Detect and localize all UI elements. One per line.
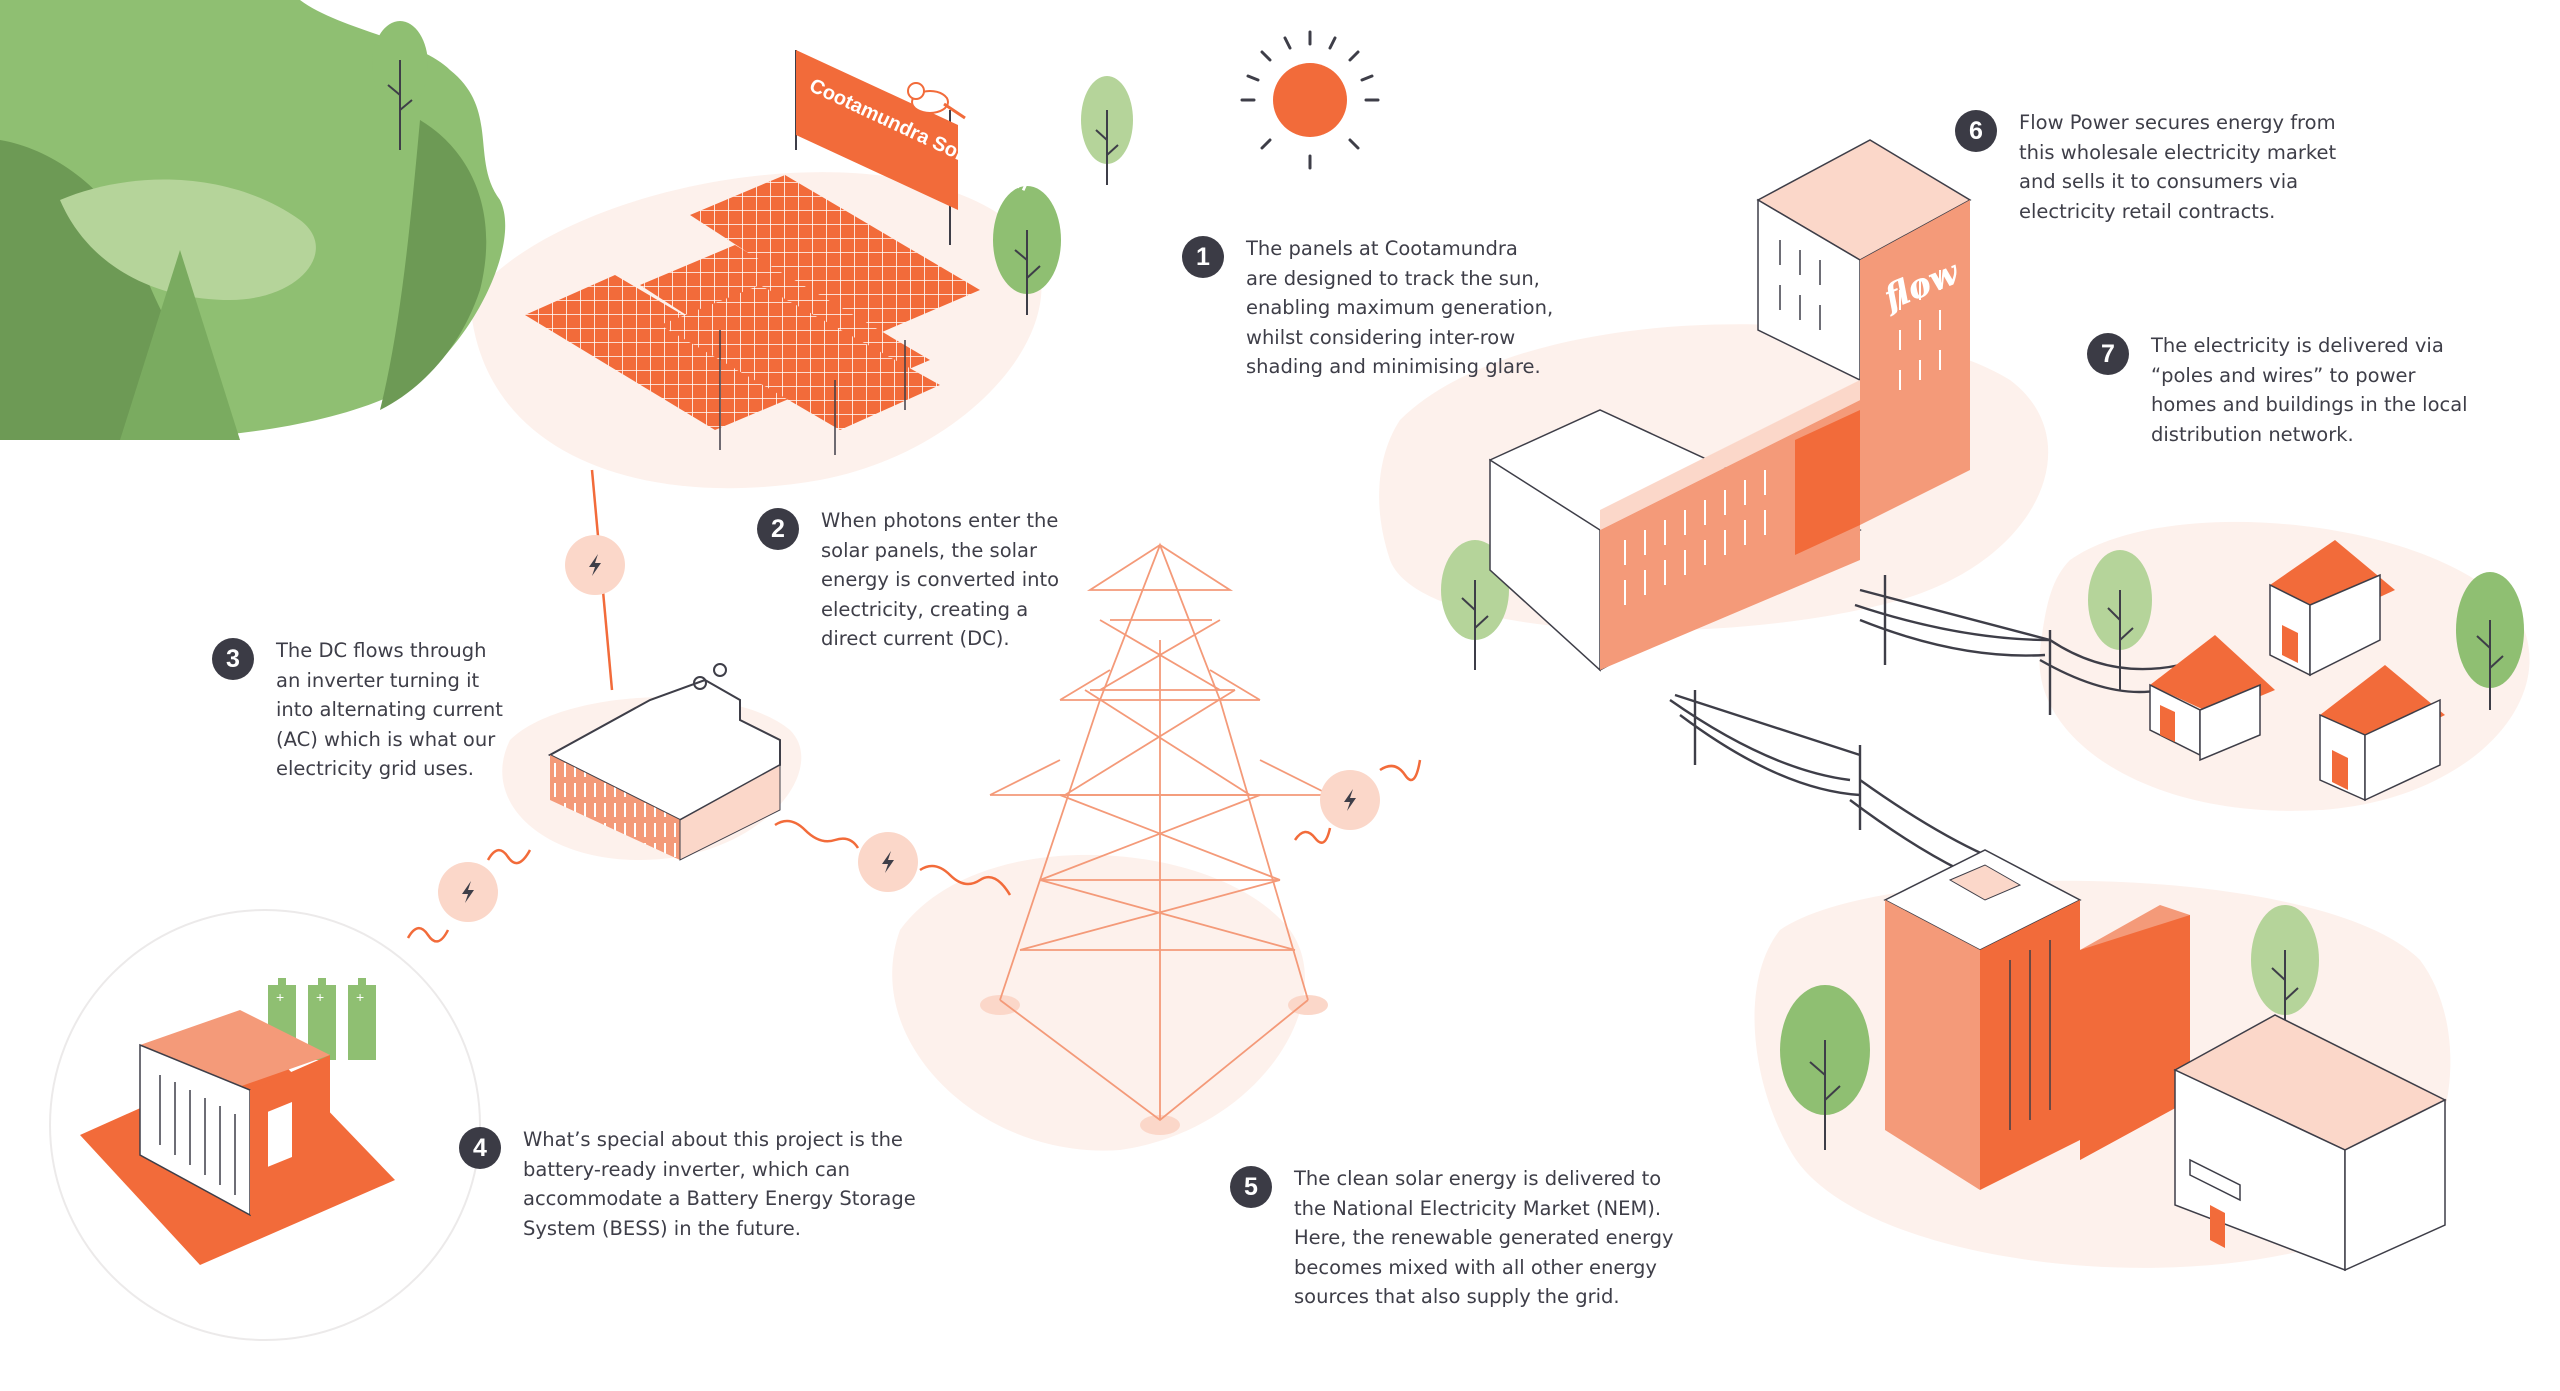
poles-and-wires — [1669, 575, 2181, 872]
transmission-tower — [980, 542, 1331, 1135]
trees — [372, 21, 2524, 1150]
step-4: 4 What’s special about this project is t… — [459, 1125, 916, 1243]
svg-text:+: + — [316, 989, 324, 1005]
battery-cells: + + + — [268, 978, 376, 1060]
flow-power-building: flow — [1488, 139, 1972, 672]
step-6: 6 Flow Power secures energy from this wh… — [1955, 108, 2336, 226]
step-2: 2 When photons enter the solar panels, t… — [757, 506, 1059, 654]
energy-node-1 — [565, 535, 625, 595]
city-buildings — [1883, 849, 2447, 1272]
svg-text:+: + — [356, 989, 364, 1005]
energy-node-3 — [858, 832, 918, 892]
step-number: 3 — [212, 638, 254, 680]
step-text: The electricity is delivered via “poles … — [2151, 334, 2468, 446]
sun-icon — [1240, 30, 1380, 170]
step-text: When photons enter the solar panels, the… — [821, 509, 1060, 650]
inverter — [547, 663, 781, 861]
step-number: 2 — [757, 508, 799, 550]
bird-icon — [907, 82, 966, 120]
step-text: The panels at Cootamundra are designed t… — [1246, 237, 1554, 378]
svg-text:+: + — [276, 989, 284, 1005]
step-number: 4 — [459, 1127, 501, 1169]
energy-flow-markers — [406, 535, 1422, 943]
step-3: 3 The DC flows through an inverter turni… — [212, 636, 503, 784]
step-number: 7 — [2087, 333, 2129, 375]
solar-panel-array — [525, 175, 980, 455]
hill — [0, 0, 506, 440]
step-number: 6 — [1955, 110, 1997, 152]
step-text: The DC flows through an inverter turning… — [276, 639, 503, 780]
step-text: What’s special about this project is the… — [523, 1128, 916, 1240]
step-number: 1 — [1182, 236, 1224, 278]
step-1: 1 The panels at Cootamundra are designed… — [1182, 234, 1553, 382]
step-7: 7 The electricity is delivered via “pole… — [2087, 331, 2468, 449]
step-5: 5 The clean solar energy is delivered to… — [1230, 1164, 1674, 1312]
energy-node-2 — [438, 862, 498, 922]
step-text: The clean solar energy is delivered to t… — [1294, 1167, 1674, 1308]
battery-storage: + + + — [49, 909, 481, 1341]
step-text: Flow Power secures energy from this whol… — [2019, 111, 2337, 223]
energy-node-4 — [1320, 770, 1380, 830]
houses — [2149, 540, 2445, 802]
step-number: 5 — [1230, 1166, 1272, 1208]
